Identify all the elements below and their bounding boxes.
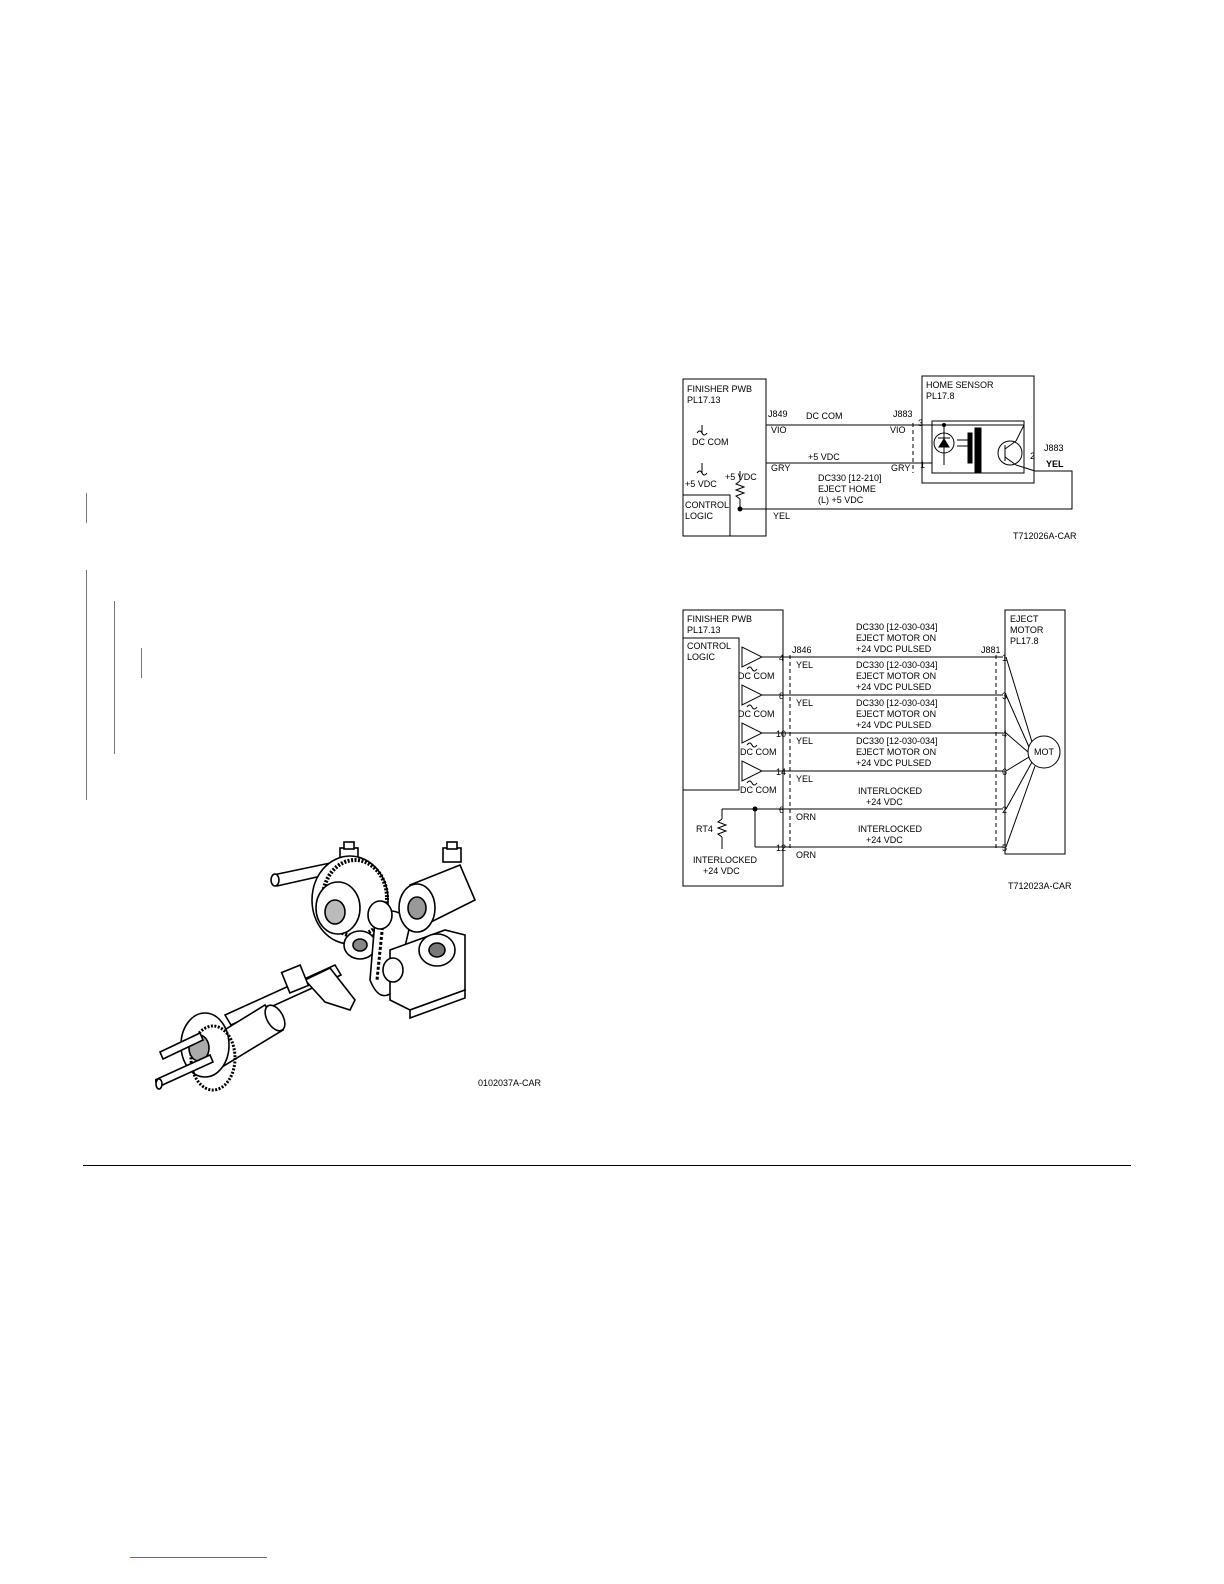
yel-label: YEL (796, 660, 813, 670)
yel-label: YEL (796, 774, 813, 784)
motor-on-label: EJECT MOTOR ON (856, 709, 936, 719)
eject-home-label: EJECT HOME (818, 484, 876, 494)
interlocked-label: INTERLOCKED (858, 786, 923, 796)
pin-1: 1 (920, 460, 925, 470)
dc-com-label: DC COM (738, 709, 775, 719)
gry-right: GRY (891, 463, 910, 473)
vio-right: VIO (890, 425, 906, 435)
control-logic-line2: LOGIC (687, 652, 716, 662)
left-pin: 6 (779, 805, 784, 815)
change-bar (141, 648, 142, 678)
plus24-label: +24 VDC (866, 835, 903, 845)
dc330-code: DC330 [12-030-034] (856, 622, 938, 632)
change-bar (86, 493, 87, 523)
left-pin: 10 (776, 729, 786, 739)
control-logic-line1: CONTROL (687, 641, 731, 651)
home-sensor-box (921, 375, 1035, 484)
rt-plus24: +24 VDC (703, 866, 740, 876)
finisher-pwb-pl: PL17.13 (687, 395, 721, 405)
yel-wire (740, 470, 1073, 510)
dc-com-label: DC COM (740, 747, 777, 757)
motor-pl: PL17.8 (1010, 636, 1039, 646)
yel-label: YEL (796, 698, 813, 708)
vio-left: VIO (771, 425, 787, 435)
right-pin: 3 (1002, 691, 1007, 701)
plus5-right: +5 VDC (725, 472, 757, 482)
yel-out: YEL (1046, 459, 1064, 469)
dc330-code: DC330 [12-030-034] (856, 736, 938, 746)
gry-left: GRY (771, 463, 790, 473)
eject-motor-circuit-diagram: FINISHER PWB PL17.13 CONTROL LOGIC EJECT… (682, 609, 1066, 887)
pulsed-label: +24 VDC PULSED (856, 644, 932, 654)
rt-interlocked: INTERLOCKED (693, 855, 758, 865)
motor-on-label: EJECT MOTOR ON (856, 747, 936, 757)
dc330-code: DC330 [12-030-034] (856, 660, 938, 670)
right-pin: 4 (1002, 729, 1007, 739)
yel-label: YEL (796, 736, 813, 746)
dc-com-label: DC COM (738, 671, 775, 681)
motor-title-2: MOTOR (1010, 625, 1044, 635)
connector-j883: J883 (893, 409, 913, 419)
pulsed-label: +24 VDC PULSED (856, 682, 932, 692)
finisher-pwb-title: FINISHER PWB (687, 384, 752, 394)
pulsed-label: +24 VDC PULSED (856, 720, 932, 730)
figure-id-home-sensor: T712026A-CAR (1013, 531, 1077, 541)
right-pin: 2 (1002, 805, 1007, 815)
figure-id-mechanism: 0102037A-CAR (478, 1078, 542, 1088)
motor-on-label: EJECT MOTOR ON (856, 633, 936, 643)
sensor-pl: PL17.8 (926, 391, 955, 401)
connector-j883-out: J883 (1044, 443, 1064, 453)
plus24-label: +24 VDC (866, 797, 903, 807)
connector-j849: J849 (768, 409, 788, 419)
right-pin: 5 (1002, 843, 1007, 853)
sensor-title: HOME SENSOR (926, 380, 994, 390)
dc-com-label: DC COM (692, 437, 729, 447)
left-pin: 12 (776, 843, 786, 853)
interlocked-label: INTERLOCKED (858, 824, 923, 834)
footer-divider (83, 1165, 1131, 1166)
right-pin: 6 (1002, 767, 1007, 777)
dc-com-wire-label: DC COM (806, 411, 843, 421)
control-logic-line1: CONTROL (685, 500, 729, 510)
left-pin: 8 (779, 691, 784, 701)
control-logic-box (682, 494, 731, 537)
eject-mechanism-illustration (155, 841, 477, 1092)
dc330-code: DC330 [12-030-034] (856, 698, 938, 708)
control-logic-box (682, 637, 740, 791)
connector-j881: J881 (981, 645, 1001, 655)
figure-id-eject-motor: T712023A-CAR (1008, 881, 1072, 891)
pin-3: 3 (918, 418, 923, 428)
change-bar (114, 601, 115, 754)
motor-on-label: EJECT MOTOR ON (856, 671, 936, 681)
eject-motor-box (1004, 609, 1066, 855)
left-pin: 14 (776, 767, 786, 777)
change-bar (86, 570, 87, 800)
pulsed-label: +24 VDC PULSED (856, 758, 932, 768)
orn-label: ORN (796, 812, 816, 822)
control-logic-line2: LOGIC (685, 511, 714, 521)
left-pin: 4 (779, 653, 784, 663)
finisher-pwb-pl: PL17.13 (687, 625, 721, 635)
plus5-left: +5 VDC (685, 479, 717, 489)
rt4-label: RT4 (696, 824, 713, 834)
yel-left: YEL (773, 511, 790, 521)
home-sensor-circuit-diagram: FINISHER PWB PL17.13 HOME SENSOR PL17.8 … (682, 375, 1073, 537)
dc-com-label: DC COM (740, 785, 777, 795)
low5-label: (L) +5 VDC (818, 495, 864, 505)
motor-title-1: EJECT (1010, 614, 1039, 624)
pin-2: 2 (1030, 451, 1035, 461)
plus5-wire-label: +5 VDC (808, 452, 840, 462)
right-pin: 1 (1002, 653, 1007, 663)
motor-label: MOT (1034, 747, 1054, 757)
finisher-pwb-title: FINISHER PWB (687, 614, 752, 624)
connector-j846: J846 (792, 645, 812, 655)
dc330-code: DC330 [12-210] (818, 473, 882, 483)
footer-link-underline (130, 1557, 267, 1558)
orn-label: ORN (796, 850, 816, 860)
